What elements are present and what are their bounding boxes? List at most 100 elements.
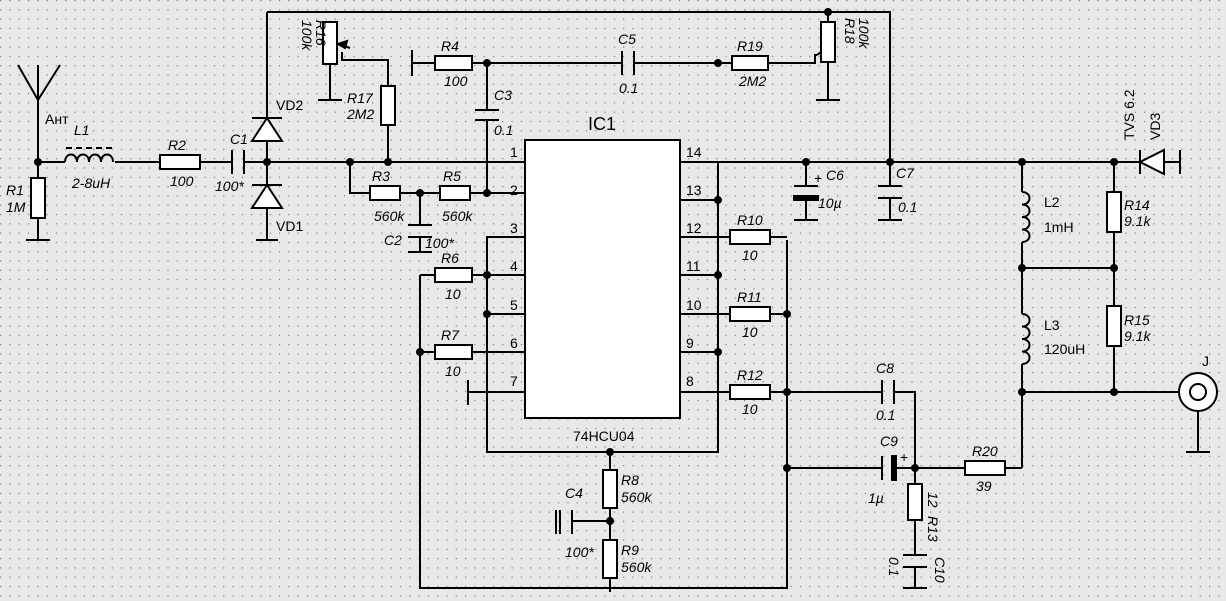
r2-ref: R2 bbox=[168, 137, 186, 153]
l1-coil bbox=[64, 153, 114, 163]
pin-5: 5 bbox=[510, 297, 518, 313]
vd3-labels: TVS 6.2 VD3 bbox=[1121, 89, 1163, 140]
antenna-symbol bbox=[17, 64, 61, 101]
r7-ref: R7 bbox=[441, 327, 460, 343]
c6-value: 10µ bbox=[818, 195, 842, 211]
r16-ref: R16 bbox=[313, 20, 329, 46]
r20-body bbox=[964, 460, 1006, 476]
r1-value: 1M bbox=[6, 199, 26, 215]
r8-ref: R8 bbox=[621, 472, 639, 488]
r12-ref: R12 bbox=[737, 367, 763, 383]
r15-value: 9.1k bbox=[1124, 328, 1151, 344]
r8-value: 560k bbox=[621, 489, 652, 505]
r5-body bbox=[439, 185, 471, 201]
connector-j-ref: J bbox=[1202, 353, 1209, 369]
l2-ref: L2 bbox=[1044, 194, 1060, 210]
r14-value: 9.1k bbox=[1124, 213, 1151, 229]
pin-2: 2 bbox=[510, 182, 518, 198]
r1-body bbox=[30, 177, 46, 219]
pin-8: 8 bbox=[686, 373, 694, 389]
junction-dots bbox=[34, 8, 1118, 525]
c2-value: 100* bbox=[425, 235, 454, 251]
r13-labels: R13 12 bbox=[925, 492, 941, 542]
r15-body bbox=[1106, 305, 1122, 347]
pin-12: 12 bbox=[686, 220, 702, 236]
r16-value: 100k bbox=[299, 20, 315, 51]
r12-body bbox=[729, 384, 771, 400]
c8-ref: C8 bbox=[876, 360, 894, 376]
c1-ref: C1 bbox=[230, 131, 248, 147]
c2-ref: C2 bbox=[384, 232, 402, 248]
c10-value: 0.1 bbox=[886, 557, 902, 576]
c6-plus: + bbox=[814, 170, 822, 186]
c5-ref: C5 bbox=[618, 31, 636, 47]
r10-body bbox=[729, 229, 771, 245]
r9-value: 560k bbox=[621, 559, 652, 575]
r14-body bbox=[1106, 191, 1122, 233]
r10-value: 10 bbox=[742, 247, 758, 263]
l2-value: 1mH bbox=[1044, 219, 1074, 235]
r20-ref: R20 bbox=[972, 443, 998, 459]
l2-coil bbox=[1021, 191, 1031, 243]
l3-coil bbox=[1021, 313, 1031, 365]
c4-plates bbox=[559, 510, 573, 534]
r18-value: 100k bbox=[856, 18, 872, 49]
pin-13: 13 bbox=[686, 182, 702, 198]
r10-ref: R10 bbox=[737, 212, 763, 228]
ic1-body bbox=[524, 139, 681, 419]
pin-14: 14 bbox=[686, 144, 702, 160]
c3-value: 0.1 bbox=[494, 122, 513, 138]
r18-ref: R18 bbox=[842, 18, 858, 44]
vd1-triangle bbox=[250, 183, 284, 209]
c6-ref: C6 bbox=[826, 167, 844, 183]
r19-body bbox=[731, 55, 769, 71]
r6-value: 10 bbox=[445, 286, 461, 302]
r16-body bbox=[322, 21, 338, 65]
c6-plate-bottom bbox=[793, 195, 819, 201]
c9-value: 1µ bbox=[868, 490, 884, 506]
c7-ref: C7 bbox=[896, 165, 915, 181]
c1-value: 100* bbox=[215, 178, 244, 194]
pin-7: 7 bbox=[510, 373, 518, 389]
r18-body bbox=[820, 21, 836, 63]
c9-ref: C9 bbox=[880, 433, 898, 449]
pin-11: 11 bbox=[686, 258, 701, 274]
ic1-ref: IC1 bbox=[588, 114, 616, 134]
r6-ref: R6 bbox=[441, 250, 459, 266]
r18-wiper bbox=[816, 51, 822, 56]
r8-body bbox=[602, 469, 618, 509]
c7-value: 0.1 bbox=[898, 199, 917, 215]
c1-plates bbox=[231, 150, 245, 174]
c10-plates bbox=[903, 554, 927, 568]
r4-ref: R4 bbox=[441, 38, 459, 54]
r9-body bbox=[602, 539, 618, 579]
c5-plates bbox=[621, 51, 635, 75]
r11-ref: R11 bbox=[737, 289, 762, 305]
r12-value: 10 bbox=[742, 401, 758, 417]
ic1-part: 74HCU04 bbox=[573, 428, 635, 444]
c5-value: 0.1 bbox=[619, 80, 638, 96]
antenna-label: Ант bbox=[45, 111, 69, 127]
r1-ref: R1 bbox=[6, 182, 24, 198]
l1-ref: L1 bbox=[74, 122, 90, 138]
r17-value: 2M2 bbox=[346, 106, 374, 122]
c9-plate-right bbox=[891, 455, 897, 481]
r13-value: 12 bbox=[925, 492, 941, 508]
vd3-ref: VD3 bbox=[1147, 113, 1163, 140]
c3-ref: C3 bbox=[494, 87, 512, 103]
r13-body bbox=[907, 483, 923, 521]
vd3-value: TVS 6.2 bbox=[1121, 89, 1137, 140]
r17-ref: R17 bbox=[347, 90, 374, 106]
r11-body bbox=[729, 306, 771, 322]
r19-value: 2M2 bbox=[738, 73, 766, 89]
r2-body bbox=[159, 154, 201, 170]
r15-ref: R15 bbox=[1124, 312, 1150, 328]
r14-ref: R14 bbox=[1124, 197, 1150, 213]
r3-ref: R3 bbox=[372, 168, 390, 184]
c9-plus: + bbox=[900, 449, 908, 465]
l1-value: 2-8uH bbox=[71, 175, 111, 191]
pin-1: 1 bbox=[510, 144, 518, 160]
c2-plates bbox=[408, 224, 432, 238]
c8-value: 0.1 bbox=[876, 407, 895, 423]
